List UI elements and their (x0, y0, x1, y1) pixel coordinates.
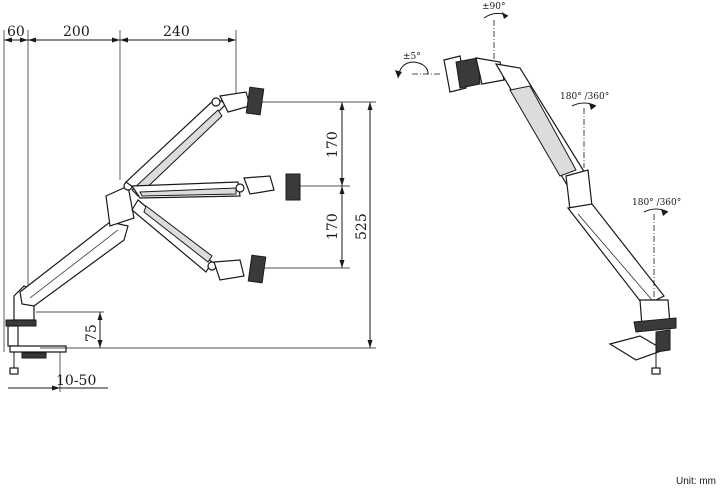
rotation-label-upper: 180° /360° (560, 92, 609, 102)
dim-label-240: 240 (163, 24, 190, 40)
vesa-plate-bottom (247, 254, 267, 284)
clamp-pad (21, 352, 47, 359)
arrow-head (120, 37, 128, 43)
side-elevation-view: 60 200 240 (3, 24, 376, 392)
dim-label-clamp-range: 10-50 (56, 373, 96, 389)
pivot-top (211, 97, 221, 107)
arrow-head (339, 260, 345, 268)
lower-arm-perspective (566, 203, 665, 307)
arrow-head (97, 340, 103, 348)
pivot-middle (235, 183, 245, 193)
arrow-head (395, 70, 402, 78)
dim-label-200: 200 (63, 24, 90, 40)
arrow-head (661, 209, 668, 216)
vesa-plate-top (245, 86, 265, 116)
rotation-arrow-lower (643, 208, 669, 213)
arrow-head (20, 37, 28, 43)
clamp-body (7, 325, 19, 347)
elbow-perspective (565, 169, 593, 211)
arrow-head (589, 103, 596, 110)
dim-label-170-upper: 170 (325, 131, 341, 158)
dim-label-525: 525 (354, 213, 370, 240)
upper-arm-bottom-spring (143, 205, 213, 263)
arrow-head (52, 385, 60, 391)
tilt-head-top (219, 91, 251, 113)
rotation-label-5: ±5° (403, 52, 421, 62)
lower-arm-perspective-edge (577, 213, 653, 301)
perspective-view: ±90° ±5° 180° /360° 180° /360° (395, 2, 681, 375)
upper-arm-top-spring (131, 109, 223, 197)
arrow-head (339, 178, 345, 186)
clamp-knob (9, 367, 19, 375)
vesa-plate-middle (285, 173, 301, 201)
tilt-head-bottom (213, 259, 245, 281)
dim-label-75: 75 (84, 324, 100, 342)
arrow-head (367, 340, 373, 348)
elbow-joint (105, 185, 135, 227)
clamp-knob-perspective (651, 367, 661, 375)
clamp-lower-jaw (9, 345, 67, 353)
rotation-label-lower: 180° /360° (632, 198, 681, 208)
upper-arm-perspective-spring (509, 85, 577, 177)
dim-label-170-lower: 170 (325, 213, 341, 240)
lower-arm-edge (29, 229, 119, 299)
rotation-label-90: ±90° (482, 2, 506, 12)
clamp-top-perspective (633, 317, 677, 333)
dim-label-60: 60 (7, 24, 25, 40)
arrow-head (4, 37, 12, 43)
clamp-top-plate (5, 319, 37, 327)
arrow-head (97, 312, 103, 320)
arrow-head (228, 37, 236, 43)
tilt-head-perspective (455, 57, 481, 89)
rotation-arrow-upper (571, 102, 597, 107)
arrow-head (339, 102, 345, 110)
arrow-head (112, 37, 120, 43)
arrow-head (339, 186, 345, 194)
clamp-body-perspective (655, 329, 671, 353)
arrow-head (28, 37, 36, 43)
upper-arm-middle-spring (139, 187, 237, 197)
upper-arm-top (125, 97, 227, 193)
arrow-head (502, 12, 508, 19)
tilt-head-middle (243, 175, 275, 195)
unit-label: Unit: mm (676, 476, 716, 487)
arrow-head (367, 102, 373, 110)
rotation-arrow-5 (397, 61, 429, 79)
